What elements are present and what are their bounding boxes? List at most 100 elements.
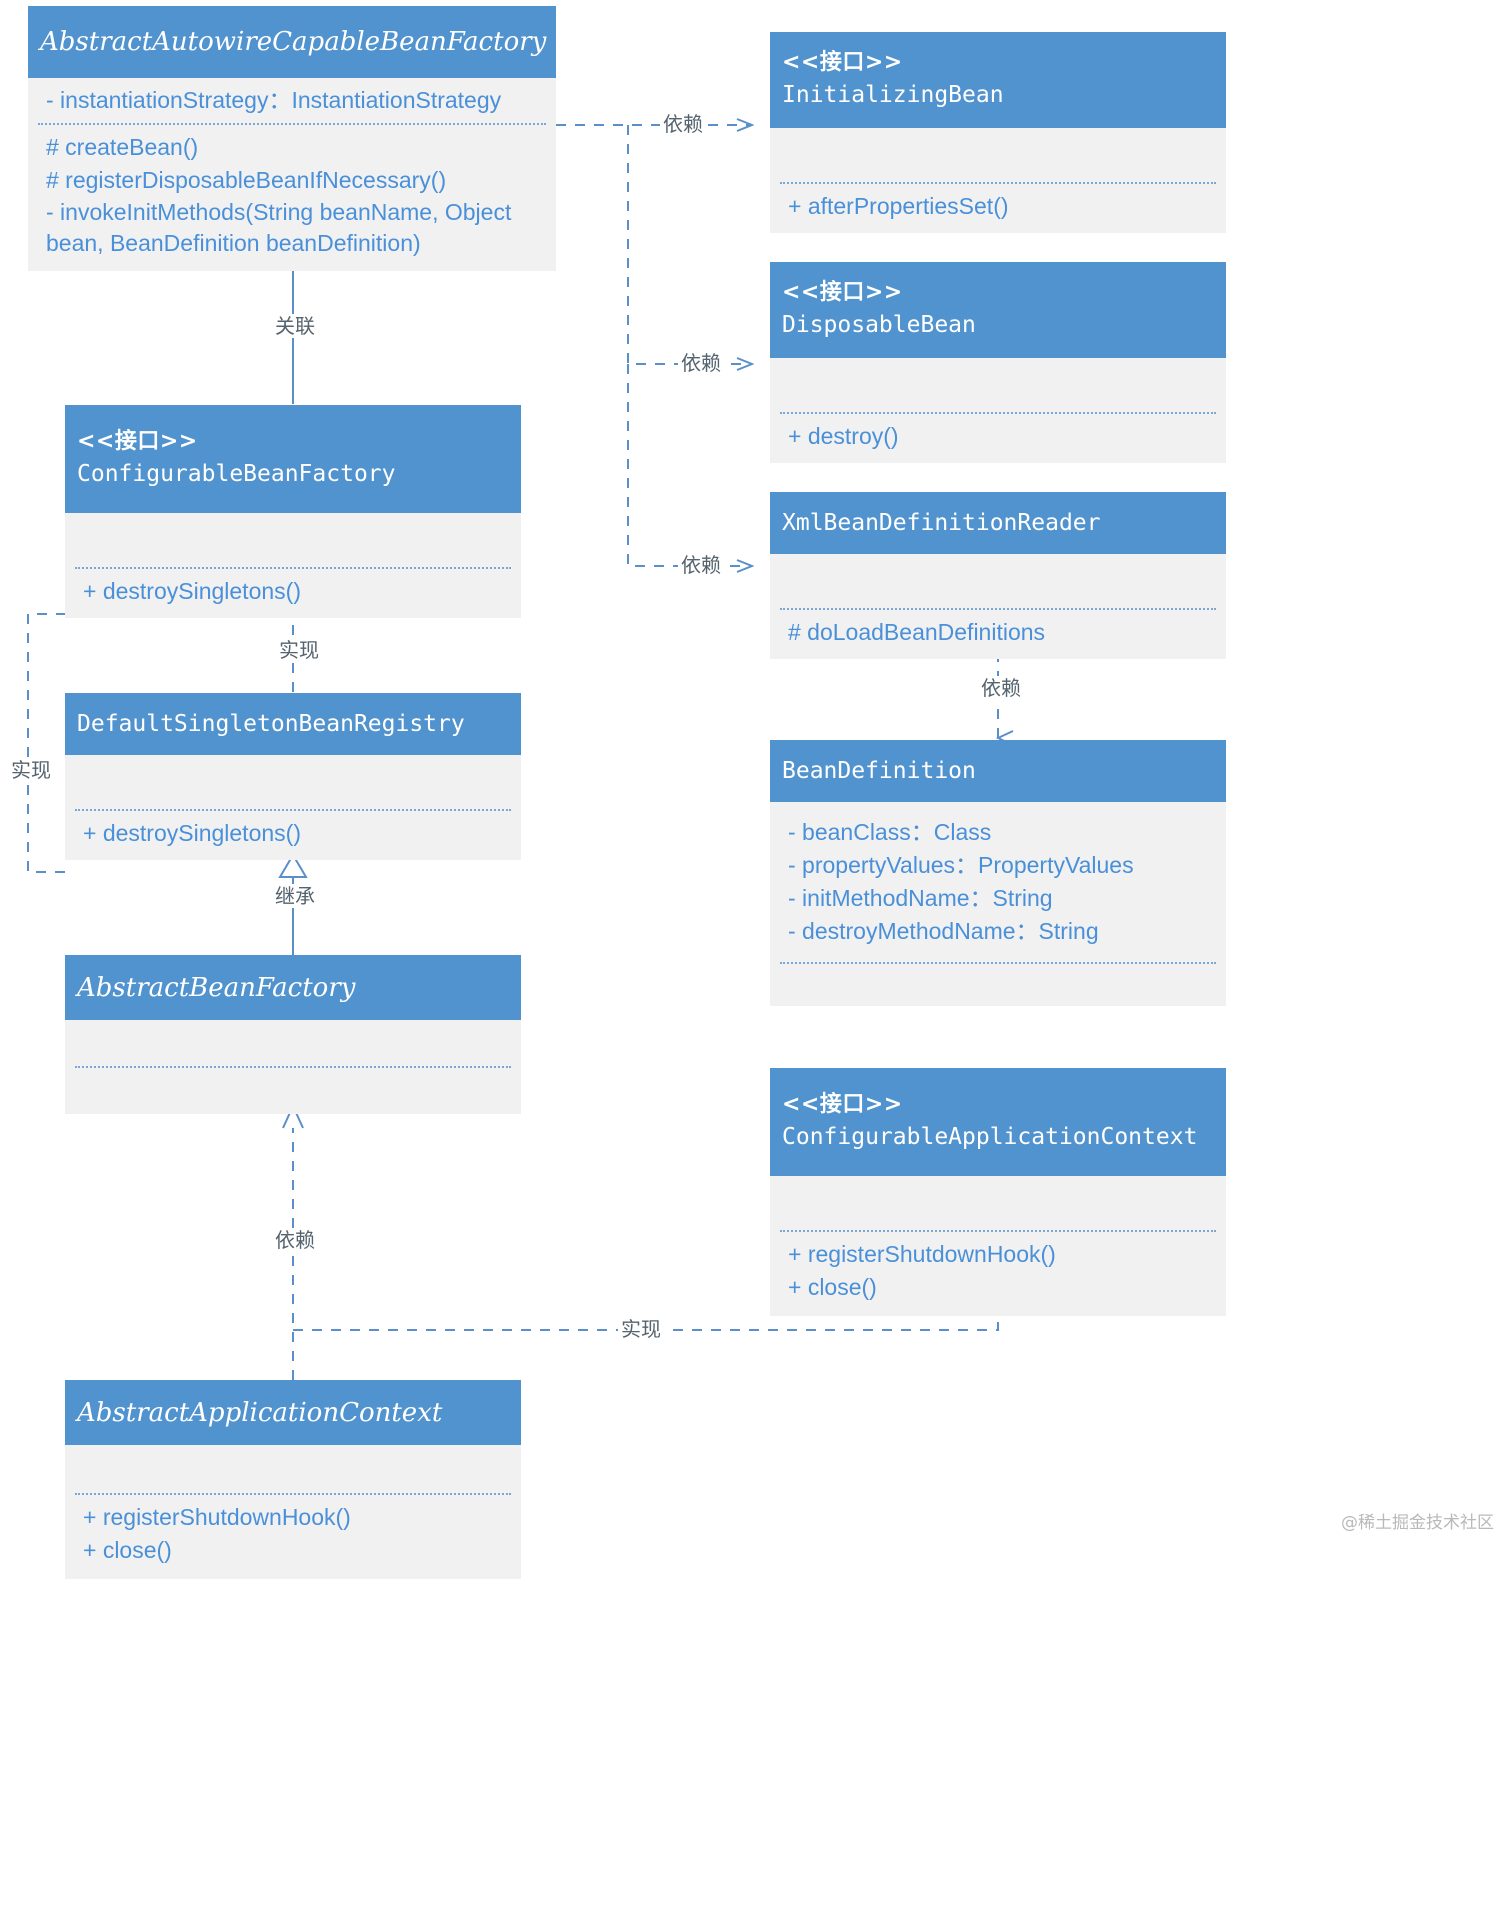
section-divider [780,962,1216,964]
class-name: AbstractApplicationContext [77,1397,443,1428]
attribute-row: - initMethodName：String [788,885,1053,911]
attributes-section: - beanClass：Class - propertyValues：Prope… [770,802,1226,962]
class-box-abstract-autowire-capable-bean-factory[interactable]: AbstractAutowireCapableBeanFactory - ins… [28,6,556,271]
relation-label-realization-configurableapplicationcontext: 实现 [618,1317,664,1341]
class-header: AbstractBeanFactory [65,955,521,1020]
class-header: AbstractApplicationContext [65,1380,521,1445]
attribute-row: - beanClass：Class [788,819,992,845]
class-box-disposable-bean[interactable]: <<接口>> DisposableBean + destroy() [770,262,1226,463]
methods-section: + registerShutdownHook() + close() [770,1232,1226,1316]
stereotype-label: <<接口>> [782,50,903,75]
method-row: + registerShutdownHook() [788,1241,1056,1267]
attributes-section [770,1176,1226,1230]
class-body [65,1020,521,1114]
class-box-abstract-bean-factory[interactable]: AbstractBeanFactory [65,955,521,1114]
class-box-bean-definition[interactable]: BeanDefinition - beanClass：Class - prope… [770,740,1226,1006]
class-name: XmlBeanDefinitionReader [782,510,1101,536]
class-box-xml-bean-definition-reader[interactable]: XmlBeanDefinitionReader # doLoadBeanDefi… [770,492,1226,659]
relation-label-dependency-xmlbeandefinitionreader: 依赖 [678,553,724,577]
class-body: + destroySingletons() [65,755,521,860]
class-box-abstract-application-context[interactable]: AbstractApplicationContext + registerShu… [65,1380,521,1579]
section-divider [780,1230,1216,1232]
section-divider [75,567,511,569]
stereotype-label: <<接口>> [782,1092,903,1117]
class-box-default-singleton-bean-registry[interactable]: DefaultSingletonBeanRegistry + destroySi… [65,693,521,860]
methods-section: + destroy() [770,414,1226,463]
relation-label-dependency-initializingbean: 依赖 [660,112,706,136]
method-row: + destroySingletons() [83,820,301,846]
section-divider [780,608,1216,610]
class-body: - beanClass：Class - propertyValues：Prope… [770,802,1226,1006]
class-header: DefaultSingletonBeanRegistry [65,693,521,755]
attributes-section [770,128,1226,182]
relation-label-dependency-disposablebean: 依赖 [678,351,724,375]
methods-section: # createBean() # registerDisposableBeanI… [28,125,556,271]
class-name: BeanDefinition [782,758,976,784]
attributes-section [65,1020,521,1066]
attributes-section: - instantiationStrategy：InstantiationStr… [28,78,556,123]
class-body: - instantiationStrategy：InstantiationStr… [28,78,556,271]
class-body: + destroy() [770,358,1226,463]
relation-label-dependency-abstractbeanfactory: 依赖 [272,1228,318,1252]
watermark-label: @稀土掘金技术社区 [1341,1513,1494,1533]
section-divider [75,809,511,811]
class-name: AbstractBeanFactory [77,972,356,1003]
method-row: # doLoadBeanDefinitions [788,619,1046,645]
section-divider [75,1066,511,1068]
class-box-configurable-application-context[interactable]: <<接口>> ConfigurableApplicationContext + … [770,1068,1226,1316]
attributes-section [65,1445,521,1493]
stereotype-label: <<接口>> [77,429,198,454]
class-body: + destroySingletons() [65,513,521,618]
relation-label-realization-defaultsingletonbeanregistry: 实现 [276,638,322,662]
class-body: # doLoadBeanDefinitions [770,554,1226,659]
method-row: + destroySingletons() [83,578,301,604]
attributes-section [770,358,1226,412]
class-box-configurable-bean-factory[interactable]: <<接口>> ConfigurableBeanFactory + destroy… [65,405,521,618]
section-divider [780,412,1216,414]
class-name: InitializingBean [782,82,1004,108]
class-body: + registerShutdownHook() + close() [770,1176,1226,1316]
class-header: BeanDefinition [770,740,1226,802]
method-row: # createBean() [46,134,199,160]
methods-section: + registerShutdownHook() + close() [65,1495,521,1579]
class-header: <<接口>> InitializingBean [770,32,1226,128]
class-body: + afterPropertiesSet() [770,128,1226,233]
attributes-section [770,554,1226,608]
relation-label-association-configurablebeanfactory: 关联 [272,314,318,338]
class-name: ConfigurableBeanFactory [77,461,396,487]
attribute-row: - instantiationStrategy：InstantiationStr… [46,87,502,113]
methods-section [65,1068,521,1114]
methods-section [770,964,1226,1006]
relation-dependency-aacbf-xmlbeandefinitionreader [627,364,752,566]
class-name: DisposableBean [782,312,976,338]
class-header: XmlBeanDefinitionReader [770,492,1226,554]
method-row: + close() [788,1274,877,1300]
class-body: + registerShutdownHook() + close() [65,1445,521,1579]
class-header: <<接口>> ConfigurableBeanFactory [65,405,521,513]
methods-section: + destroySingletons() [65,569,521,618]
section-divider [780,182,1216,184]
class-name: ConfigurableApplicationContext [782,1124,1198,1150]
section-divider [75,1493,511,1495]
relation-label-realization-abstractbeanfactory: 实现 [8,758,54,782]
section-divider [38,123,546,125]
class-name: AbstractAutowireCapableBeanFactory [40,27,547,57]
methods-section: # doLoadBeanDefinitions [770,610,1226,659]
methods-section: + afterPropertiesSet() [770,184,1226,233]
relation-dependency-aacbf-disposablebean [627,125,752,364]
relation-label-inheritance-defaultsingletonbeanregistry: 继承 [272,884,318,908]
attributes-section [65,513,521,567]
method-row: - invokeInitMethods(String beanName, Obj… [46,199,512,256]
relation-label-dependency-beandefinition: 依赖 [978,676,1024,700]
stereotype-label: <<接口>> [782,280,903,305]
class-header: AbstractAutowireCapableBeanFactory [28,6,556,78]
class-header: <<接口>> DisposableBean [770,262,1226,358]
method-row: + close() [83,1537,172,1563]
methods-section: + destroySingletons() [65,811,521,860]
method-row: # registerDisposableBeanIfNecessary() [46,167,447,193]
method-row: + destroy() [788,423,899,449]
class-box-initializing-bean[interactable]: <<接口>> InitializingBean + afterPropertie… [770,32,1226,233]
method-row: + registerShutdownHook() [83,1504,351,1530]
class-name: DefaultSingletonBeanRegistry [77,711,465,737]
